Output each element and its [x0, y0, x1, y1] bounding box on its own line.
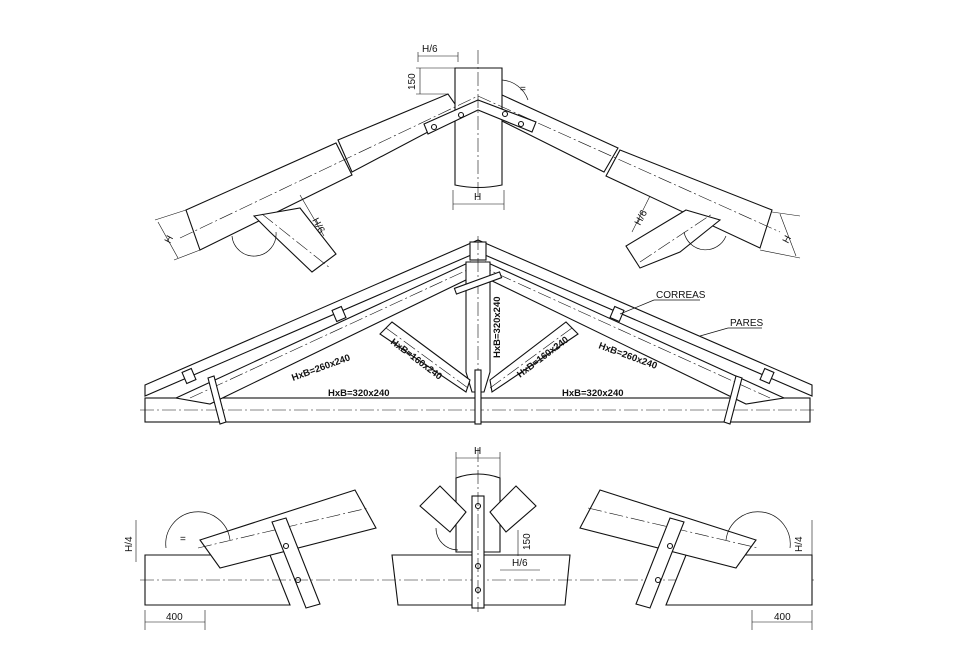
bolt-icon — [430, 123, 438, 131]
dim-150-bottom: 150 — [522, 533, 533, 550]
heel-tie-right — [665, 554, 813, 606]
label-tie-right: HxB=320x240 — [562, 388, 624, 399]
end-strap-left — [207, 375, 227, 425]
bolt-icon — [517, 120, 525, 128]
king-post-top — [454, 67, 503, 189]
bolt-icon — [501, 110, 509, 118]
ridge-plate-mid — [453, 271, 503, 295]
bolt-icon — [666, 542, 674, 550]
left-rafter-lower — [185, 142, 353, 251]
dim-h-left: H — [163, 234, 176, 246]
right-rafter-lower — [605, 149, 773, 249]
purlin — [759, 367, 775, 385]
label-king-post: HxB=320x240 — [492, 296, 503, 358]
strut-left — [379, 321, 471, 393]
king-strut-left — [419, 485, 467, 533]
dim-h-top: H — [474, 192, 481, 203]
label-pares: PARES — [730, 318, 763, 329]
dim-h6-bottom: H/6 — [512, 558, 528, 569]
dim-400-left: 400 — [166, 612, 183, 623]
equal-mark: = — [180, 534, 186, 545]
purlin — [609, 305, 625, 323]
purlin — [331, 305, 347, 323]
detail-heel-joints: = H/4 H 150 H/6 H/4 — [124, 446, 815, 630]
label-tie-left: HxB=320x240 — [328, 388, 390, 399]
heel-strap-right — [635, 517, 685, 609]
strut-right — [489, 321, 579, 393]
dim-h4-left: H/4 — [124, 536, 135, 552]
full-truss: HxB=320x240 HxB=260x240 HxB=160x240 HxB=… — [140, 236, 815, 425]
dim-h4-right: H/4 — [794, 536, 805, 552]
end-strap-right — [723, 375, 743, 425]
rafter-left — [174, 261, 471, 405]
bolt-icon — [654, 576, 662, 584]
dim-150-top: 150 — [407, 73, 418, 90]
heel-strap-left — [271, 517, 321, 609]
label-correas: CORREAS — [656, 290, 706, 301]
dim-h6-top: H/6 — [422, 44, 438, 55]
dim-h6-right: H/6 — [633, 208, 650, 227]
detail-ridge-joint: H/6 150 H = H H/6 H/6 H — [154, 44, 801, 273]
dim-h-right: H — [781, 234, 794, 246]
bolt-icon — [457, 111, 465, 119]
king-post-strap — [474, 369, 482, 425]
purlin — [181, 367, 197, 385]
equal-mark: = — [520, 84, 526, 95]
bolt-icon — [282, 542, 290, 550]
king-strut-right — [489, 485, 537, 533]
dim-400-right: 400 — [774, 612, 791, 623]
dim-h-bottom: H — [474, 446, 481, 457]
right-rafter-upper — [487, 94, 619, 173]
